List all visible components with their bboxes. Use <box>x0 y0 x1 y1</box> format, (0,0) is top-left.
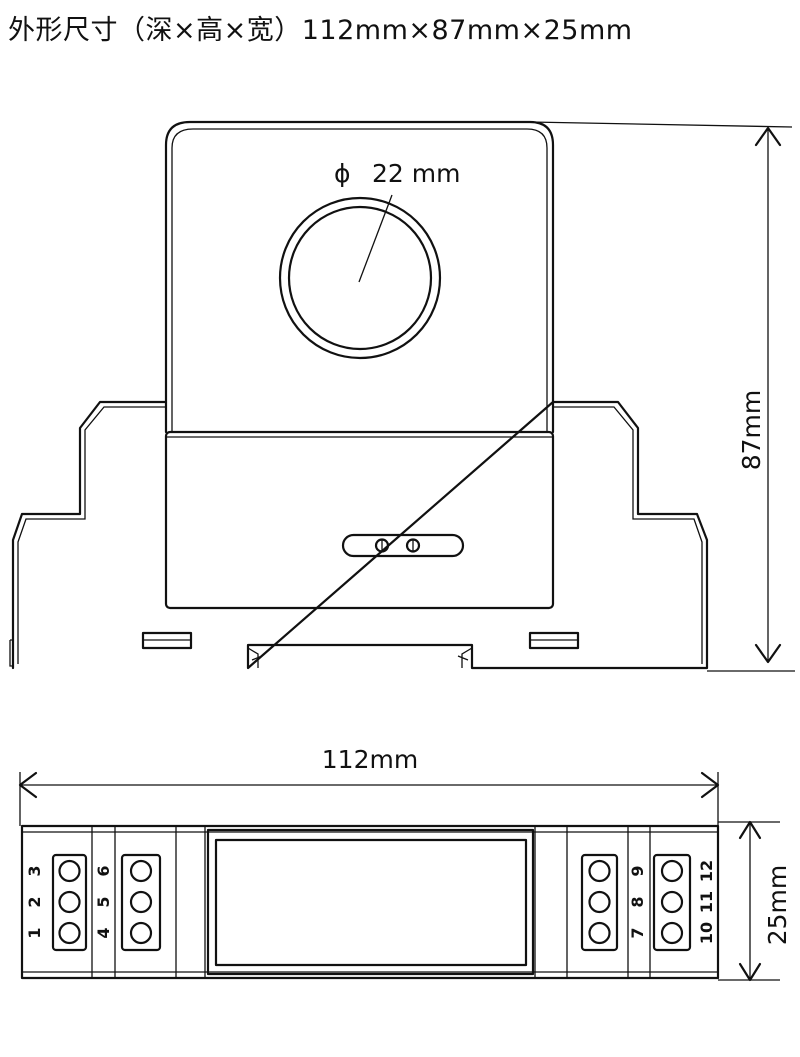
terminal-8-label: 8 <box>628 896 647 907</box>
terminal-3-label: 3 <box>25 865 44 876</box>
rail-notch-left <box>247 647 263 668</box>
label-window <box>206 828 535 976</box>
hole-leader-line <box>358 194 393 283</box>
terminal-9-label: 9 <box>628 865 647 876</box>
height-label: 87mm <box>737 390 766 471</box>
front-view: ϕ 22 mm <box>9 120 709 670</box>
terminal-11-label: 11 <box>697 891 716 913</box>
terminal-4-label: 4 <box>94 927 113 938</box>
sensor-housing <box>164 120 555 434</box>
through-hole-outer <box>278 196 442 360</box>
din-base-inner <box>17 406 703 664</box>
width-dimension: 25mm <box>718 820 792 982</box>
din-left-stub <box>9 639 13 667</box>
through-hole-inner <box>287 205 433 351</box>
terminal-5-label: 5 <box>94 896 113 907</box>
hole-diameter-symbol: ϕ <box>334 159 351 188</box>
trim-screw-1 <box>374 538 390 553</box>
hole-diameter-label: 22 mm <box>372 159 460 188</box>
terminal-2-label: 2 <box>25 896 44 907</box>
front-panel <box>164 430 555 610</box>
bottom-body <box>20 824 720 980</box>
terminal-block-2 <box>120 853 162 952</box>
sensor-housing-inner <box>171 128 548 432</box>
bottom-view: 1 2 3 4 5 6 7 8 9 10 11 <box>20 824 720 980</box>
width-label: 25mm <box>763 865 792 946</box>
terminal-block-4 <box>652 853 692 952</box>
adjust-slot <box>341 533 465 558</box>
din-base-outline <box>11 400 709 670</box>
terminal-6-label: 6 <box>94 865 113 876</box>
trim-screw-2 <box>405 538 421 553</box>
terminal-10-label: 10 <box>697 922 716 944</box>
terminal-1-label: 1 <box>25 927 44 938</box>
terminal-block-3 <box>580 853 619 952</box>
terminal-12-label: 12 <box>697 860 716 882</box>
length-label: 112mm <box>322 745 418 774</box>
label-window-inner <box>214 838 528 967</box>
terminal-block-1 <box>51 853 88 952</box>
rail-notch-right <box>457 647 473 668</box>
terminal-7-label: 7 <box>628 927 647 938</box>
height-dimension: 87mm <box>529 121 795 672</box>
length-dimension: 112mm <box>18 745 720 826</box>
page-title: 外形尺寸（深×高×宽）112mm×87mm×25mm <box>8 15 633 46</box>
